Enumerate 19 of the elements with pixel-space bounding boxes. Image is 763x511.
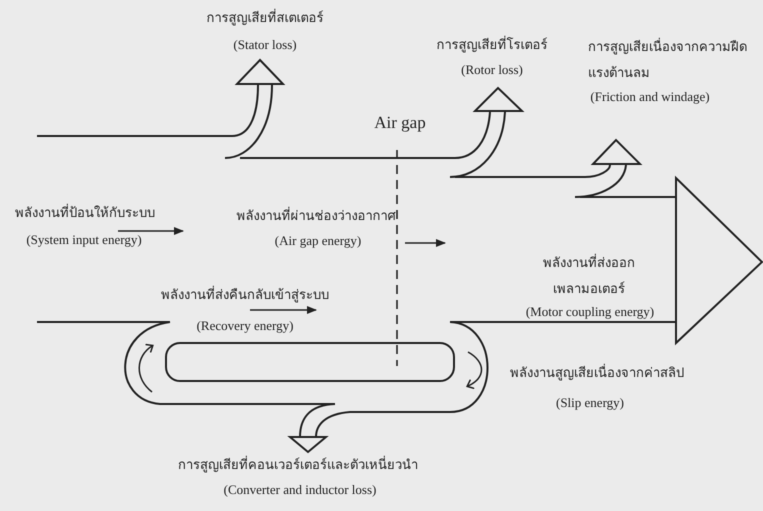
loss-label: การสูญเสียที่คอนเวอร์เตอร์และตัวเหนี่ยวนำ [178,457,418,473]
loss-label: (Rotor loss) [461,62,523,78]
loss-label: การสูญเสียที่สเตเตอร์ [206,10,324,26]
loss-label: (Stator loss) [233,37,297,53]
loss-label: (Friction and windage) [590,89,710,105]
energy-label: (Slip energy) [556,395,624,411]
loss-label: การสูญเสียที่โรเตอร์ [436,37,548,53]
energy-label: (Recovery energy) [196,318,294,334]
loss-label: (Converter and inductor loss) [224,482,376,498]
energy-label: พลังงานที่ส่งออกเพลามอเตอร์ [542,252,636,298]
energy-label: พลังงานที่ผ่านช่องว่างอากาศ [236,208,396,224]
energy-label: พลังงานที่ป้อนให้กับระบบ [15,205,155,221]
energy-label: พลังงานสูญเสียเนื่องจากค่าสลิป [510,365,684,381]
energy-label: (Motor coupling energy) [526,304,654,320]
energy-label: พลังงานที่ส่งคืนกลับเข้าสู่ระบบ [161,287,329,303]
energy-label: (System input energy) [26,232,142,248]
air-gap-label: Air gap [374,112,426,134]
energy-label: (Air gap energy) [274,233,362,249]
loss-label: การสูญเสียเนื่องจากความฝืดแรงต้านลม [588,36,748,82]
